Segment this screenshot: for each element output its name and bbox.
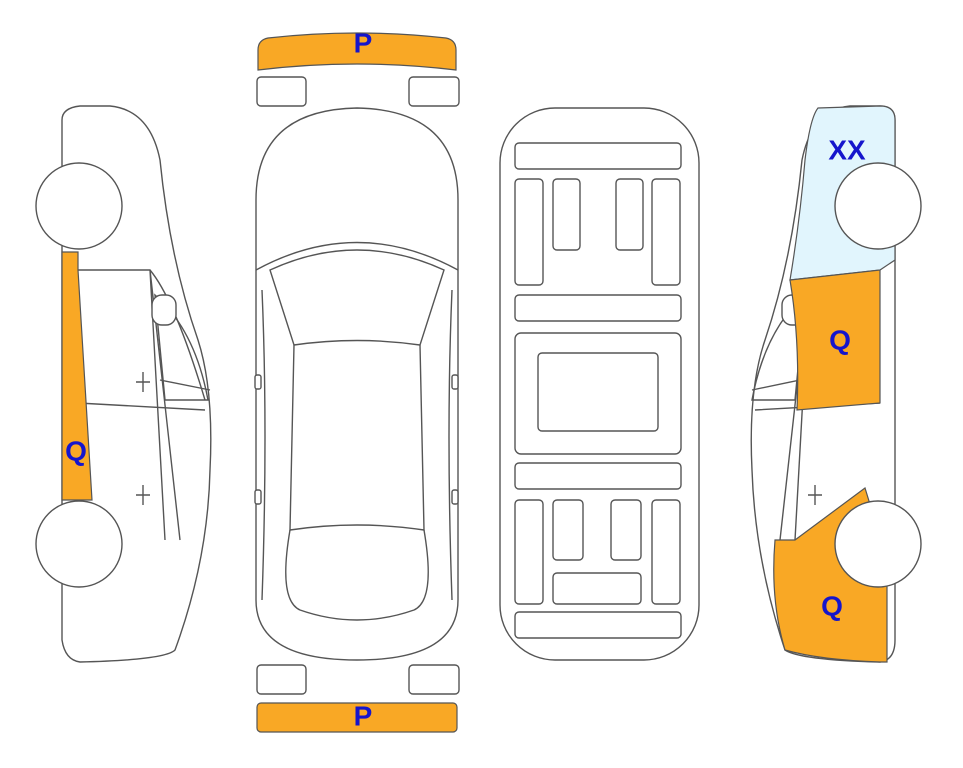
underside-front-left-pocket — [552, 178, 581, 251]
rear-right-tire-top — [408, 664, 460, 695]
top-right-mirror — [451, 374, 459, 390]
left-rear-wheel — [35, 500, 123, 588]
underside-front-crossmember — [514, 142, 682, 170]
underside-rear-right-pocket — [610, 499, 642, 561]
front-bumper-code: P — [354, 27, 373, 58]
underside-floor-pan — [537, 352, 659, 432]
underside-rear-right-rail — [651, 499, 681, 605]
underside-front-left-rail — [514, 178, 544, 286]
underside-rear-bumper-beam — [514, 611, 682, 639]
underside-rear-left-rail — [514, 499, 544, 605]
top-hood-line — [255, 241, 459, 271]
right-front-wheel — [834, 162, 922, 250]
right-rear-wheel — [834, 500, 922, 588]
left-side-view: Q — [35, 105, 212, 663]
top-rear-window — [285, 529, 429, 621]
right-front-fender-code: XX — [828, 134, 866, 165]
underside-rear-left-pocket — [552, 499, 584, 561]
rear-bumper-code: P — [354, 700, 373, 731]
top-side-lines — [261, 289, 453, 601]
front-right-tire-top — [408, 76, 460, 107]
top-left-mirror — [254, 374, 262, 390]
top-right-handle — [451, 489, 459, 505]
underside-front-right-rail — [651, 178, 681, 286]
top-roof — [289, 344, 425, 531]
left-side-panel-code: Q — [65, 435, 87, 466]
left-side-mirror — [151, 294, 177, 326]
rear-left-tire-top — [256, 664, 307, 695]
right-front-door-damage — [789, 269, 881, 411]
right-front-door-code: Q — [829, 324, 851, 355]
left-front-wheel — [35, 162, 123, 250]
top-view: PP — [254, 27, 460, 733]
right-door-handle-rear — [808, 485, 822, 505]
top-windshield — [269, 249, 445, 346]
right-rear-quarter-code: Q — [821, 590, 843, 621]
underside-rear-crossmember — [514, 462, 682, 490]
underside-mid-crossmember — [514, 294, 682, 322]
underside-fuel-tank — [552, 572, 642, 605]
top-body-outline — [255, 107, 459, 661]
underside-front-right-pocket — [615, 178, 644, 251]
front-left-tire-top — [256, 76, 307, 107]
left-door-handle-rear — [136, 485, 150, 505]
underside-view — [499, 107, 700, 661]
left-door-handle-front — [136, 372, 150, 392]
left-side-rocker-damage — [61, 251, 93, 501]
front-bumper-damage — [257, 32, 457, 71]
right-side-view: XX Q Q — [750, 105, 922, 663]
top-left-handle — [254, 489, 262, 505]
rear-bumper-damage — [256, 702, 458, 733]
